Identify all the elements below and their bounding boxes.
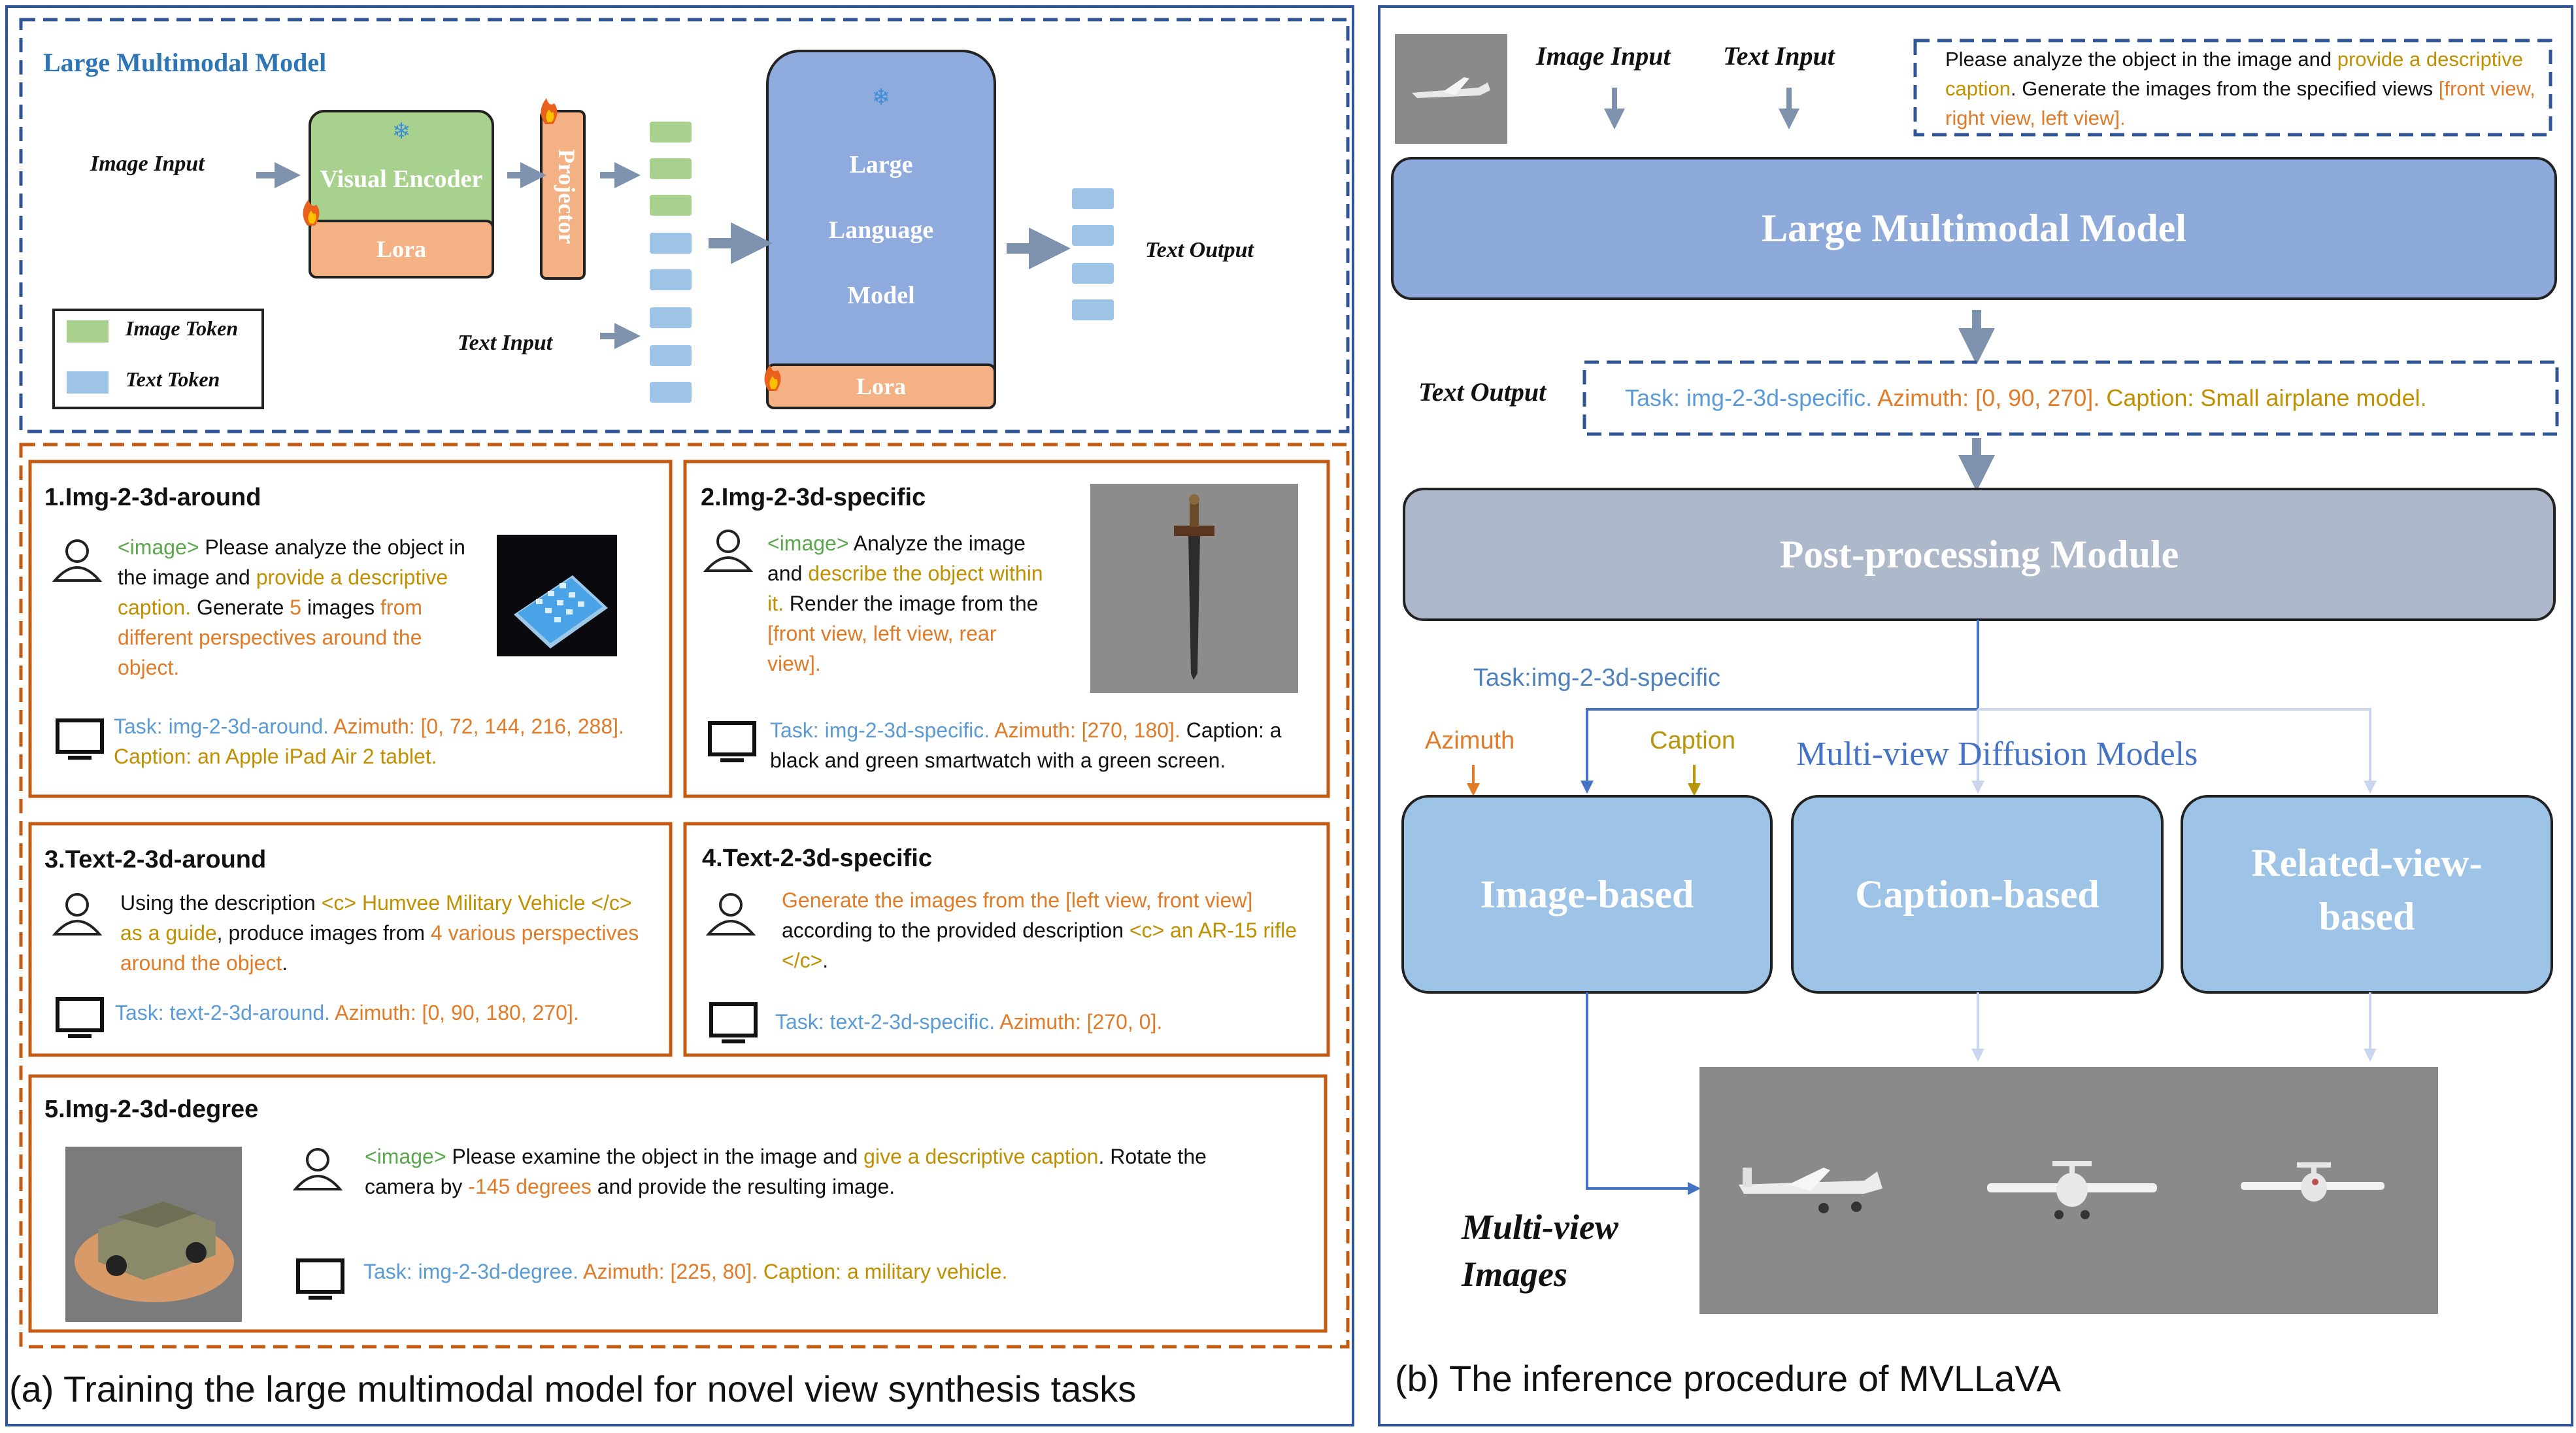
user-icon: [292, 1148, 343, 1190]
text-input-label-right: Text Input: [1723, 41, 1835, 71]
task-2-output: Task: img-2-3d-specific. Azimuth: [270, …: [770, 718, 1282, 772]
user-icon: [703, 530, 754, 572]
mvdm-label: Multi-view Diffusion Models: [1796, 735, 2198, 773]
right-text-output: Task: img-2-3d-specific. Azimuth: [0, 90…: [1625, 384, 2427, 411]
left-panel-caption: (a) Training the large multimodal model …: [9, 1368, 1137, 1409]
ipad-thumbnail: [497, 535, 617, 656]
image-based-to-output: [1586, 992, 1701, 1195]
caption-based-label: Caption-based: [1855, 872, 2099, 916]
related-view-label-line2: based: [2318, 894, 2415, 938]
lmm-title: Large Multimodal Model: [43, 48, 327, 77]
task-3-title: 3.Text-2-3d-around: [44, 846, 267, 873]
azimuth-label: Azimuth: [1425, 727, 1515, 754]
text-output-dashed-box: [1582, 360, 2559, 436]
monitor-icon: [708, 721, 756, 762]
legend-image-token: Image Token: [125, 316, 239, 340]
task-box-4: [683, 822, 1330, 1057]
task-4-output: Task: text-2-3d-specific. Azimuth: [270,…: [775, 1010, 1163, 1034]
legend-swatch-image: [67, 320, 109, 343]
llm-label-line1: Large: [849, 151, 913, 178]
lmm-dashed-frame: [19, 18, 1350, 433]
related-view-based-box: [2181, 795, 2553, 994]
image-input-label-right: Image Input: [1536, 41, 1671, 71]
lora-label-1: Lora: [376, 236, 426, 262]
monitor-icon: [296, 1258, 344, 1300]
task-2-title: 2.Img-2-3d-specific: [701, 484, 926, 511]
monitor-icon: [709, 1002, 758, 1043]
user-icon: [705, 893, 756, 936]
frozen-icon: ❄: [872, 85, 891, 110]
task-box-3: [28, 822, 673, 1057]
legend-swatch-text: [67, 371, 109, 394]
llm-label-line3: Model: [847, 282, 915, 309]
flow-arrows: [256, 162, 1071, 349]
task-1-prompt: <image> Please analyze the object in the…: [118, 535, 465, 679]
right-prompt-text: Please analyze the object in the image a…: [1945, 48, 2535, 129]
related-view-label-line1: Related-view-: [2251, 841, 2483, 885]
legend-text-token: Text Token: [125, 367, 220, 391]
route-to-related-based: [1978, 708, 2377, 794]
task-3-prompt: Using the description <c> Humvee Militar…: [120, 891, 639, 975]
route-task-label: Task:img-2-3d-specific: [1473, 664, 1720, 692]
task-5-prompt: <image> Please examine the object in the…: [365, 1145, 1207, 1198]
task-2-prompt: <image> Analyze the image and describe t…: [767, 531, 1043, 675]
flame-icon: [303, 199, 320, 226]
task-box-1: [28, 460, 673, 798]
task-5-title: 5.Img-2-3d-degree: [44, 1096, 259, 1123]
task-1-output: Task: img-2-3d-around. Azimuth: [0, 72, …: [114, 715, 624, 768]
output-tokens: [1072, 188, 1114, 320]
text-output-label: Text Output: [1145, 238, 1254, 262]
airplane-thumbnail: [1395, 34, 1507, 144]
llm-label-line2: Language: [828, 216, 934, 244]
humvee-thumbnail: [65, 1147, 242, 1322]
caption-label: Caption: [1650, 727, 1735, 754]
prompt-dashed-box: [1913, 39, 2552, 137]
user-icon: [52, 893, 103, 936]
text-input-label: Text Input: [458, 331, 553, 355]
monitor-icon: [56, 718, 104, 760]
task-5-output: Task: img-2-3d-degree. Azimuth: [225, 80…: [363, 1260, 1008, 1283]
lora-label-2: Lora: [856, 373, 906, 399]
image-input-label: Image Input: [90, 152, 205, 176]
lmm-box-label: Large Multimodal Model: [1762, 207, 2186, 250]
tasks-dashed-frame: [19, 443, 1350, 1349]
projector-label: Projector: [554, 149, 580, 244]
visual-encoder-label: Visual Encoder: [320, 165, 483, 193]
monitor-icon: [56, 997, 104, 1038]
task-box-2: [683, 460, 1330, 798]
task-box-5: [28, 1074, 1328, 1333]
task-1-title: 1.Img-2-3d-around: [44, 484, 261, 511]
multiview-images-line2: Images: [1462, 1255, 1567, 1294]
right-panel-caption: (b) The inference procedure of MVLLaVA: [1395, 1358, 2061, 1399]
multiview-output-image: [1699, 1067, 2438, 1314]
task-4-prompt: Generate the images from the [left view,…: [782, 888, 1297, 972]
projector-box: [540, 110, 586, 280]
text-output-label-right: Text Output: [1418, 377, 1547, 407]
route-to-image-based: [1581, 620, 1979, 794]
task-4-title: 4.Text-2-3d-specific: [702, 845, 932, 872]
lora-box-1: [309, 220, 494, 278]
sword-thumbnail: [1090, 484, 1298, 693]
user-icon: [52, 539, 103, 582]
flame-icon: [541, 98, 558, 124]
flame-icon: [764, 365, 781, 391]
post-processing-label: Post-processing Module: [1779, 532, 2179, 576]
left-panel-frame: [5, 5, 1354, 1426]
lmm-box: [1391, 157, 2557, 300]
right-panel-frame: [1378, 5, 2573, 1426]
frozen-icon: ❄: [392, 119, 411, 144]
image-based-label: Image-based: [1480, 872, 1694, 916]
task-3-output: Task: text-2-3d-around. Azimuth: [0, 90,…: [115, 1001, 579, 1024]
multiview-images-line1: Multi-view: [1462, 1207, 1618, 1247]
input-tokens: [650, 122, 692, 403]
